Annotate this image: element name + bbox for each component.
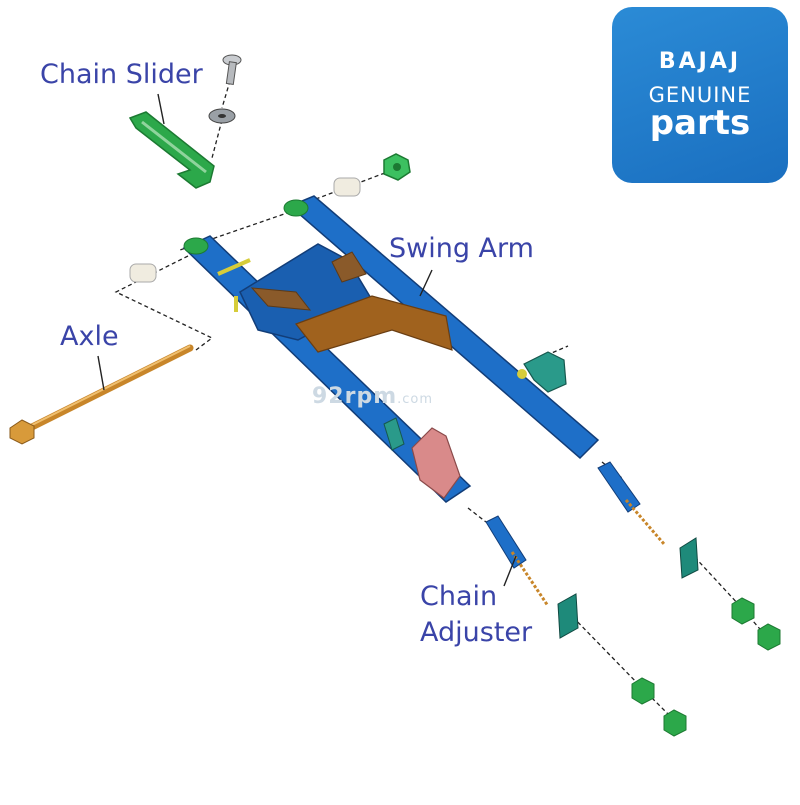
watermark-name: 92rpm [312,384,398,409]
adjuster-plate-right [679,537,699,579]
logo-genuine: GENUINE [648,83,752,107]
label-leader-lines [97,93,517,587]
chain-slider-part [128,111,215,189]
chain-slider-washer [208,108,236,124]
brake-bracket [517,351,567,393]
chain-adjuster-right [597,461,666,545]
chain-adjuster-label-line1: Chain [420,581,498,612]
watermark: 92rpm.com [312,384,433,409]
pivot-bushing-lower [129,263,157,283]
chain-slider-screw [222,54,242,86]
chain-slider-label: Chain Slider [40,59,203,90]
adjuster-nut-left-1 [631,677,655,705]
axle-part [9,344,194,445]
pivot-bushing-upper [333,177,361,197]
logo-brand: BAJAJ [658,49,742,74]
watermark-suffix: .com [397,392,434,407]
adjuster-nut-left-2 [663,709,687,737]
axle-label: Axle [60,321,119,352]
adjuster-nut-right-2 [757,623,781,651]
bajaj-genuine-parts-logo: BAJAJ GENUINE parts [612,7,788,183]
chain-adjuster-label-line2: Adjuster [420,616,533,648]
chain-adjuster-left [485,515,550,607]
pivot-nut [383,153,411,181]
adjuster-plate-left [557,593,579,639]
chain-adjuster-label: Chain Adjuster [420,582,532,653]
logo-parts: parts [649,103,751,143]
adjuster-mount-bracket [383,417,461,499]
swing-arm-label: Swing Arm [389,233,534,264]
adjuster-nut-right-1 [731,597,755,625]
